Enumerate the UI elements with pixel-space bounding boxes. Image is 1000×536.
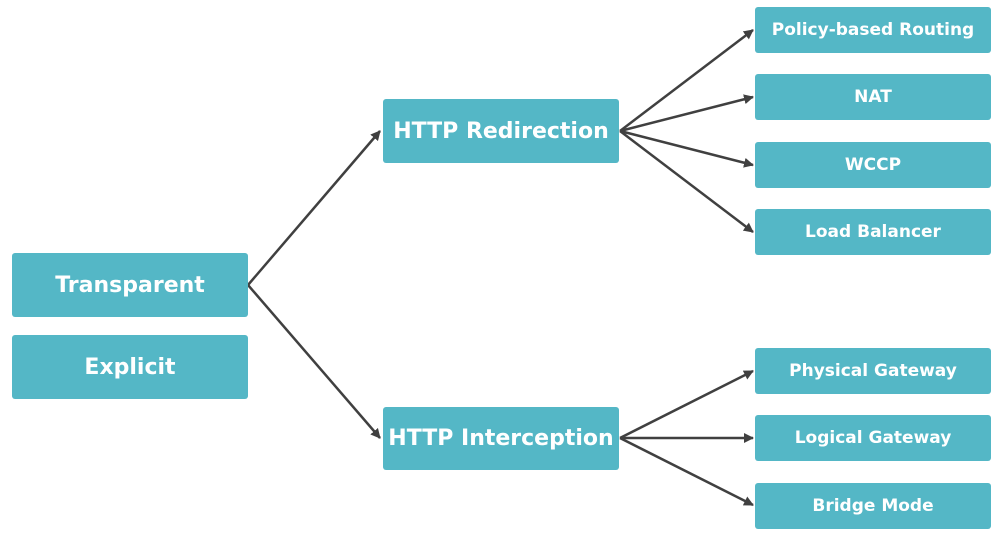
node-nat: NAT — [755, 74, 991, 120]
edge-redirection-to-wccp — [619, 129, 754, 168]
edge-interception-to-bridge-mode — [619, 436, 754, 507]
node-wccp: WCCP — [755, 142, 991, 188]
edge-transparent-to-redirection — [247, 130, 381, 286]
node-http-interception: HTTP Interception — [383, 407, 619, 470]
edge-redirection-to-pbr — [619, 29, 754, 132]
node-logical-gateway: Logical Gateway — [755, 415, 991, 461]
edge-transparent-to-interception — [247, 284, 381, 439]
node-policy-based-routing: Policy-based Routing — [755, 7, 991, 53]
edge-redirection-to-load-balancer — [619, 130, 754, 233]
edge-redirection-to-nat — [619, 94, 754, 133]
edge-interception-to-physical-gateway — [619, 369, 754, 440]
node-transparent: Transparent — [12, 253, 248, 317]
node-physical-gateway: Physical Gateway — [755, 348, 991, 394]
node-explicit: Explicit — [12, 335, 248, 399]
node-bridge-mode: Bridge Mode — [755, 483, 991, 529]
node-load-balancer: Load Balancer — [755, 209, 991, 255]
node-http-redirection: HTTP Redirection — [383, 99, 619, 163]
